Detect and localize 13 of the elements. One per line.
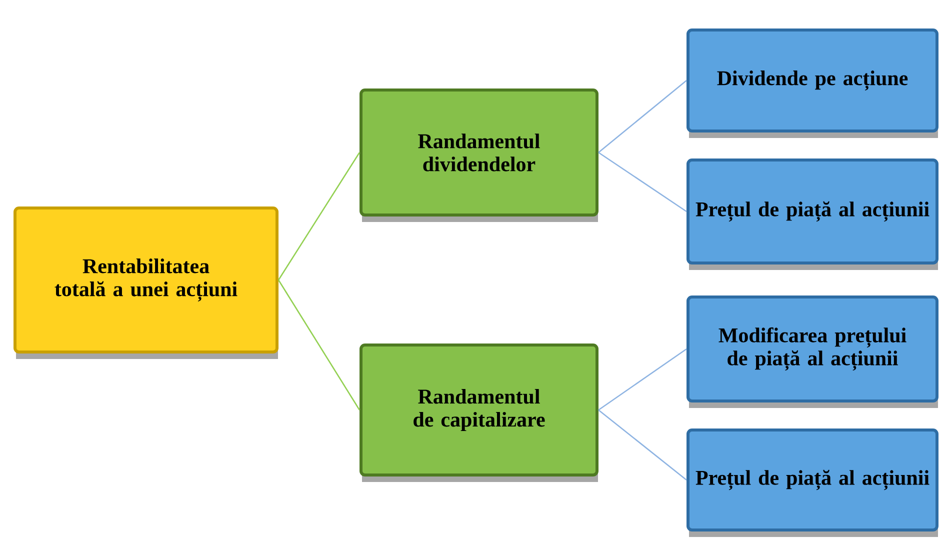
connector-line [278, 152, 360, 280]
text-box: Randamentul de capitalizare [360, 343, 598, 482]
text-box: Dividende pe acțiune [686, 28, 938, 138]
text-box: Rentabilitatea totală a unei acțiuni [14, 206, 278, 359]
connector-line [598, 80, 687, 153]
text-box: Prețul de piață al acțiunii [686, 158, 938, 270]
connector-line [598, 409, 687, 480]
connector-line [598, 152, 687, 212]
text-box: Randamentul dividendelor [360, 88, 598, 222]
connector-line [278, 280, 360, 410]
connector-line [598, 348, 687, 411]
text-box: Modificarea prețului de piață al acțiunii [686, 296, 938, 408]
text-box: Prețul de piață al acțiunii [686, 428, 938, 537]
